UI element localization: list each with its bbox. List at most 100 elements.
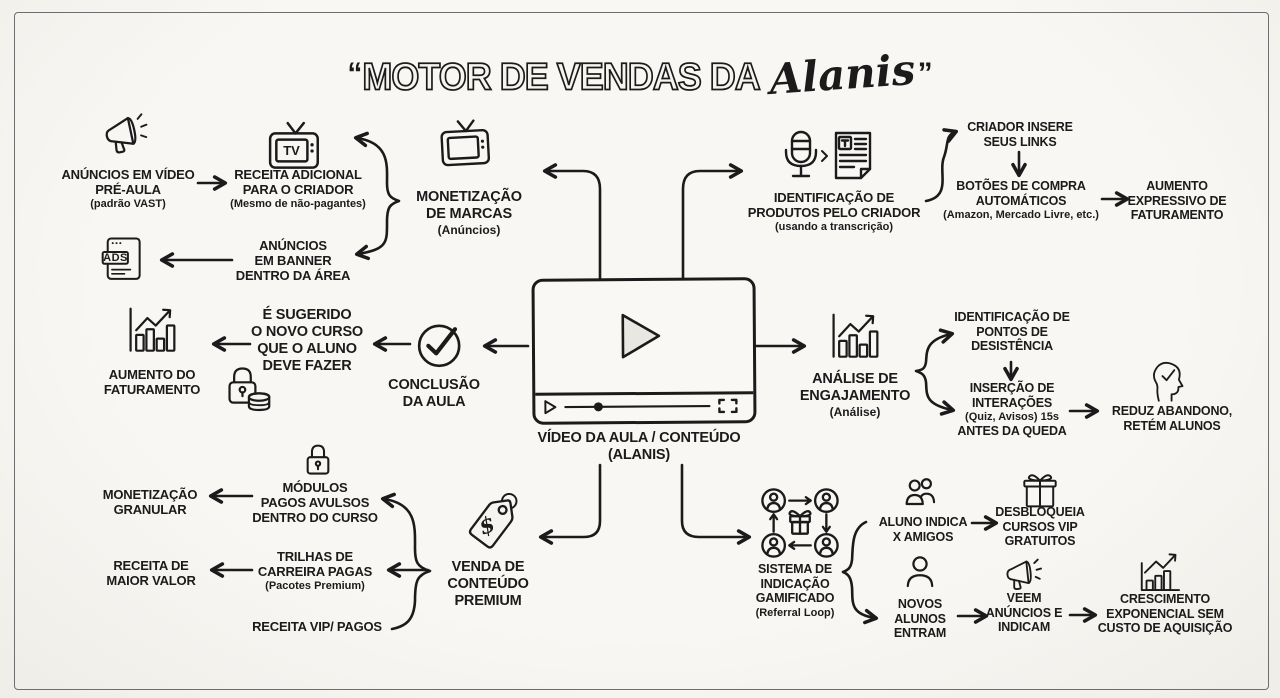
label: ANÁLISE DE ENGAJAMENTO [799, 371, 911, 404]
video-player[interactable] [531, 277, 757, 425]
node-exponential-growth: CRESCIMENTO EXPONENCIAL SEM CUSTO DE AQU… [1098, 592, 1233, 636]
arrow-video-to-marcas [542, 163, 602, 282]
microphone-transcript-icon [784, 130, 876, 182]
label: MONETIZAÇÃO GRANULAR [102, 487, 198, 518]
node-new-students: NOVOS ALUNOS ENTRAM [894, 597, 946, 641]
tv-icon-marcas [438, 118, 496, 169]
title-main: MOTOR DE VENDAS DA [362, 54, 762, 99]
label: SISTEMA DE INDICAÇÃO GAMIFICADO [755, 562, 835, 606]
label: VEEM ANÚNCIOS E INDICAM [985, 591, 1063, 635]
sublabel: (Quiz, Avisos) 15s [965, 411, 1059, 424]
label: TRILHAS DE CARREIRA PAGAS [257, 549, 373, 580]
engagement-chart-icon [828, 312, 882, 360]
video-screen [535, 280, 754, 393]
node-revenue-increase-right: AUMENTO EXPRESSIVO DE FATURAMENTO [1128, 179, 1227, 223]
label: DESBLOQUEIA CURSOS VIP GRATUITOS [995, 505, 1085, 549]
sublabel: (Referral Loop) [755, 606, 835, 619]
close-quote: ” [917, 57, 933, 90]
label: ANÚNCIOS EM VÍDEO PRÉ-AULA [61, 167, 195, 198]
arrow-identificacao-to-links [924, 128, 958, 203]
node-student-refers: ALUNO INDICA X AMIGOS [879, 515, 968, 544]
node-course-suggestion: É SUGERIDO O NOVO CURSO QUE O ALUNO DEVE… [251, 307, 363, 375]
node-revenue-increase-left: AUMENTO DO FATURAMENTO [104, 367, 200, 397]
node-interactions: INSERÇÃO DE INTERAÇÕES (Quiz, Avisos) 15… [957, 381, 1066, 439]
node-video-caption: VÍDEO DA AULA / CONTEÚDO (ALANIS) [537, 430, 740, 464]
label: BOTÕES DE COMPRA AUTOMÁTICOS [956, 179, 1086, 208]
node-higher-revenue: RECEITA DE MAIOR VALOR [106, 558, 195, 588]
node-vip-revenue: RECEITA VIP/ PAGOS [252, 619, 382, 634]
label: RECEITA VIP/ PAGOS [252, 619, 382, 634]
sublabel: (padrão VAST) [90, 198, 166, 211]
sublabel: (Análise) [829, 404, 881, 419]
arrow-video-to-identificacao [681, 163, 744, 282]
label: NOVOS ALUNOS ENTRAM [893, 597, 947, 641]
label: REDUZ ABANDONO, RETÉM ALUNOS [1111, 404, 1233, 433]
two-people-icon [903, 477, 939, 506]
exponential-chart-icon [1137, 552, 1183, 593]
label: MÓDULOS PAGOS AVULSOS DENTRO DO CURSO [252, 480, 378, 526]
label: CONCLUSÃO DA AULA [388, 377, 480, 410]
arrow-video-to-premium [538, 463, 602, 545]
page-title: “ MOTOR DE VENDAS DA Alanis ” [347, 45, 933, 104]
label: IDENTIFICAÇÃO DE PRODUTOS PELO CRIADOR [747, 190, 921, 221]
sublabel: (usando a transcrição) [775, 221, 893, 234]
node-paid-modules: MÓDULOS PAGOS AVULSOS DENTRO DO CURSO [252, 480, 378, 526]
brace-premium-to-left-items [380, 492, 432, 631]
node-lesson-completion: CONCLUSÃO DA AULA [388, 377, 480, 411]
sublabel: (Pacotes Premium) [265, 580, 365, 593]
check-circle-icon [415, 320, 465, 368]
label: ANÚNCIOS EM BANNER DENTRO DA ÁREA [235, 238, 351, 284]
label: MONETIZAÇÃO DE MARCAS [416, 189, 522, 222]
node-see-ads-refer: VEEM ANÚNCIOS E INDICAM [985, 591, 1063, 635]
node-brand-monetization: MONETIZAÇÃO DE MARCAS (Anúncios) [416, 189, 522, 238]
label: IDENTIFICAÇÃO DE PONTOS DE DESISTÊNCIA [954, 310, 1070, 354]
sublabel: (Mesmo de não-pagantes) [230, 198, 366, 211]
brace-analise-to-right-items [914, 328, 956, 416]
node-dropout-points: IDENTIFICAÇÃO DE PONTOS DE DESISTÊNCIA [954, 310, 1070, 354]
label: ALUNO INDICA X AMIGOS [878, 515, 968, 544]
referral-loop-icon [759, 487, 841, 559]
node-extra-revenue: RECEITA ADICIONAL PARA O CRIADOR (Mesmo … [230, 167, 366, 211]
megaphone-icon [94, 108, 160, 164]
label: É SUGERIDO O NOVO CURSO QUE O ALUNO DEVE… [251, 307, 363, 374]
tv-icon: TV [267, 121, 325, 171]
head-check-icon [1146, 356, 1188, 402]
ads-label: ADS [103, 252, 128, 264]
label: VÍDEO DA AULA / CONTEÚDO (ALANIS) [537, 430, 741, 463]
tv-label: TV [283, 142, 300, 158]
price-tag-icon: $ [458, 490, 528, 560]
video-controls[interactable] [535, 391, 754, 422]
label: AUMENTO EXPRESSIVO DE FATURAMENTO [1127, 179, 1227, 223]
label: INSERÇÃO DE INTERAÇÕES [969, 381, 1055, 410]
brace-referral-to-right-items [841, 520, 879, 625]
gift-icon [1021, 470, 1059, 510]
label: RECEITA DE MAIOR VALOR [106, 558, 196, 589]
label: CRIADOR INSERE SEUS LINKS [967, 120, 1073, 149]
arrow-video-to-referral [680, 463, 752, 545]
node-product-identification: IDENTIFICAÇÃO DE PRODUTOS PELO CRIADOR (… [748, 190, 921, 234]
label: CRESCIMENTO EXPONENCIAL SEM CUSTO DE AQU… [1097, 592, 1233, 636]
node-creator-links: CRIADOR INSERE SEUS LINKS [967, 120, 1073, 149]
lock-icon [303, 440, 334, 476]
node-premium-sales: VENDA DE CONTEÚDO PREMIUM [447, 559, 529, 610]
node-career-tracks: TRILHAS DE CARREIRA PAGAS (Pacotes Premi… [258, 549, 372, 593]
node-unlock-vip: DESBLOQUEIA CURSOS VIP GRATUITOS [995, 505, 1085, 549]
node-engagement-analysis: ANÁLISE DE ENGAJAMENTO (Análise) [799, 371, 911, 420]
lock-coins-icon [224, 362, 272, 412]
open-quote: “ [347, 57, 363, 90]
node-retention: REDUZ ABANDONO, RETÉM ALUNOS [1112, 404, 1232, 433]
person-icon [905, 556, 935, 588]
sublabel: (Amazon, Mercado Livre, etc.) [943, 209, 1099, 222]
brace-marcas-to-left-items [353, 131, 401, 261]
node-banner-ads: ANÚNCIOS EM BANNER DENTRO DA ÁREA [235, 238, 351, 284]
node-granular-monetization: MONETIZAÇÃO GRANULAR [103, 487, 198, 517]
megaphone-icon-referral [998, 556, 1050, 598]
label: RECEITA ADICIONAL PARA O CRIADOR [234, 167, 362, 198]
progress-dot [593, 402, 603, 412]
label: VENDA DE CONTEÚDO PREMIUM [447, 559, 529, 609]
sublabel: (Anúncios) [437, 222, 501, 237]
label2: ANTES DA QUEDA [957, 423, 1067, 438]
node-preroll-ads: ANÚNCIOS EM VÍDEO PRÉ-AULA (padrão VAST) [61, 167, 194, 211]
